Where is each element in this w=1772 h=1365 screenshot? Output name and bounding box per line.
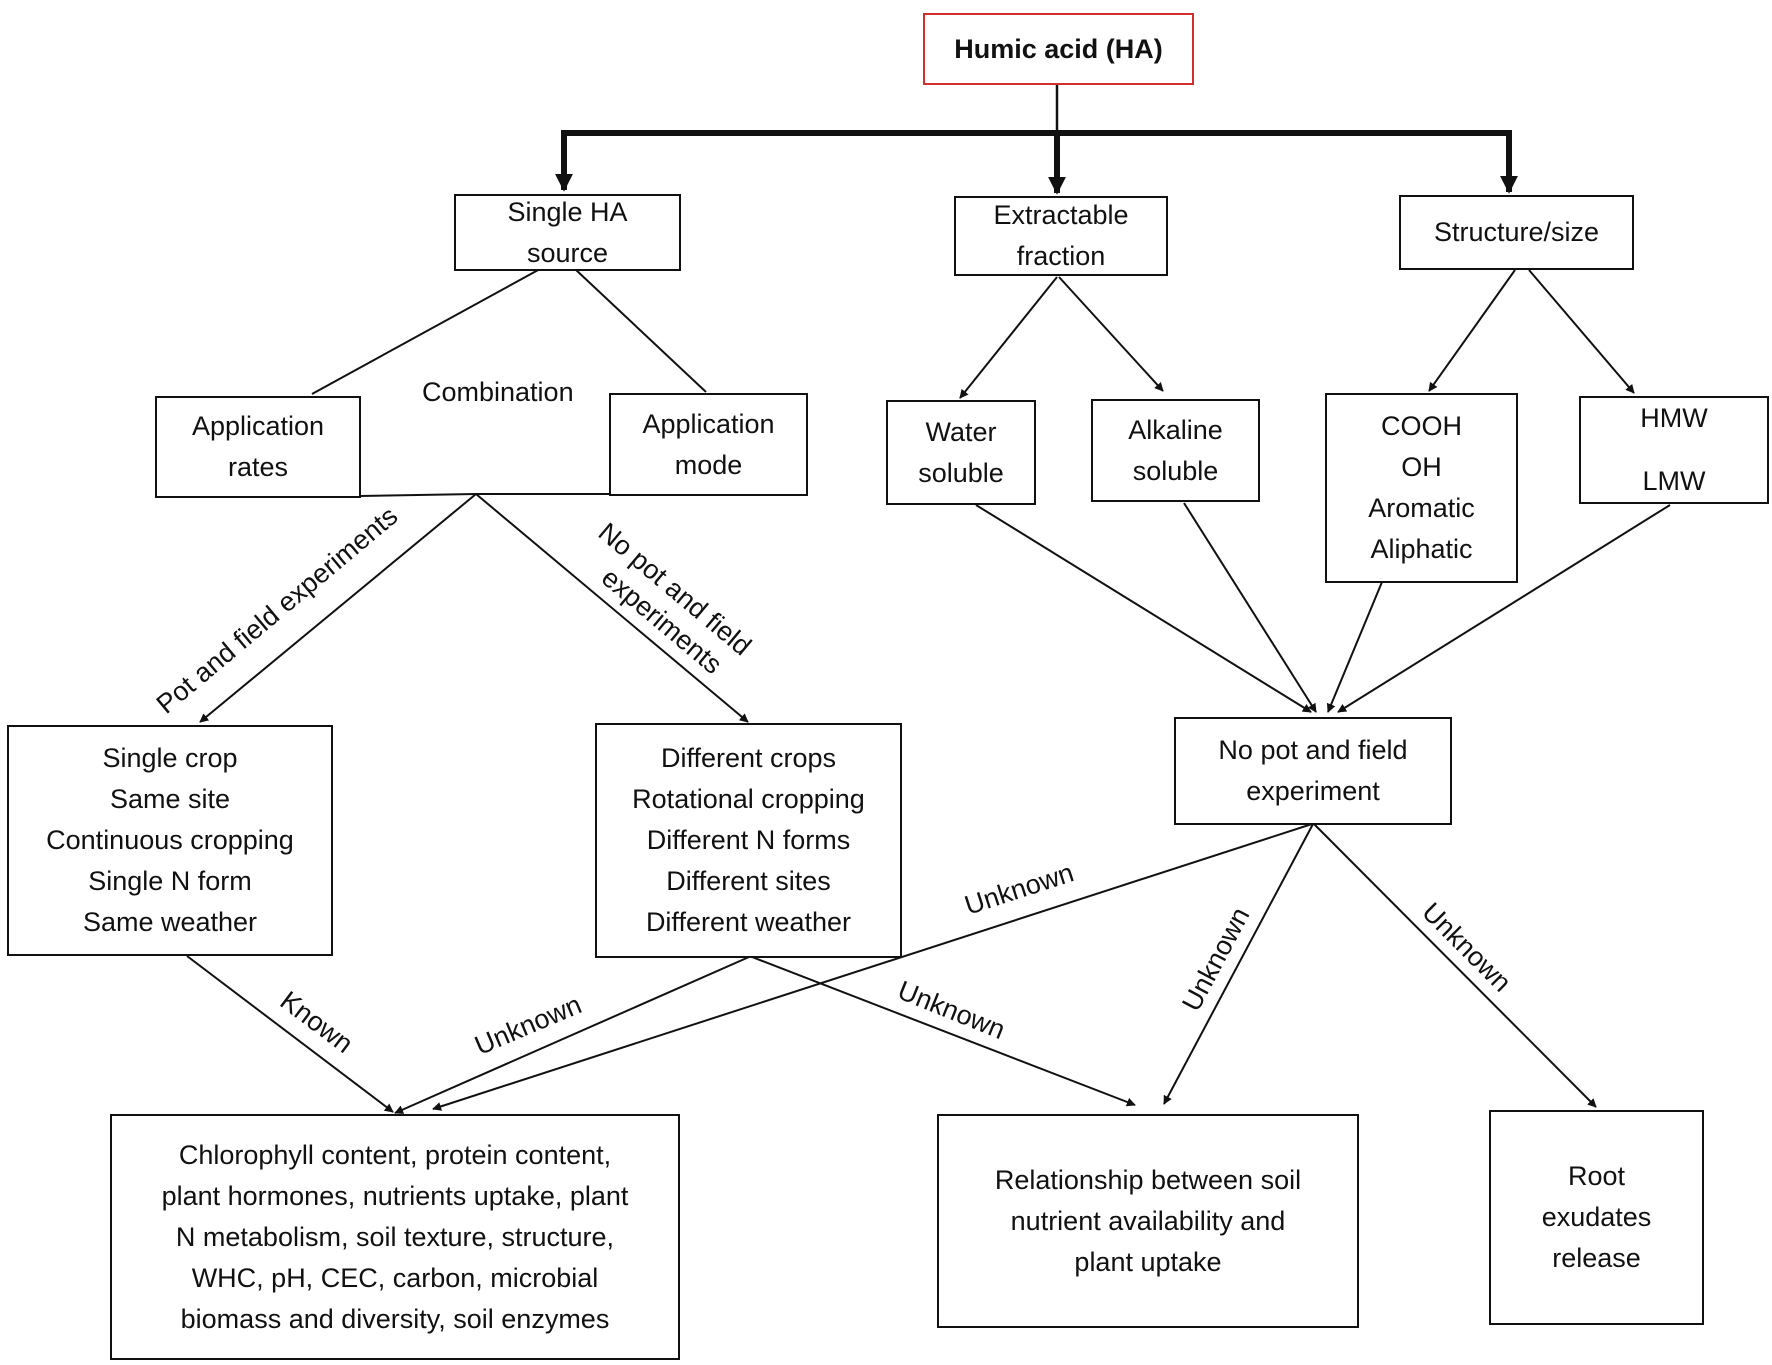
- node-text-line: COOH: [1381, 411, 1462, 441]
- node-text-line: Extractable: [993, 200, 1129, 230]
- arrow-alkaline-to-nopot: [1183, 502, 1317, 713]
- node-text-line: source: [526, 237, 609, 268]
- node-text-line: nutrient availability and: [1010, 1205, 1286, 1236]
- node-text-line: biomass and diversity, soil enzymes: [180, 1303, 610, 1334]
- node-no-pot-field-experiment: No pot and field experiment: [1174, 717, 1452, 825]
- line-rates-to-merge: [359, 493, 477, 497]
- line-source-to-mode: [574, 268, 707, 393]
- node-text-line: Different weather: [645, 907, 852, 937]
- node-text-line: Same weather: [82, 907, 258, 937]
- node-text-line: soluble: [1132, 455, 1219, 486]
- arrow-water-to-nopot: [975, 504, 1312, 713]
- node-text-line: mode: [674, 449, 743, 480]
- node-text-line: Aliphatic: [1370, 534, 1473, 564]
- node-text-line: soluble: [918, 457, 1004, 488]
- node-text-line: Application: [191, 411, 325, 441]
- node-text-line: exudates: [1541, 1202, 1652, 1232]
- node-text-line: Single N form: [88, 866, 252, 896]
- arrow-merge-to-diff-crops: [475, 493, 749, 723]
- node-text-line: Water: [925, 416, 997, 447]
- node-application-rates: Application rates: [155, 396, 361, 498]
- node-root-exudates: Root exudates release: [1489, 1110, 1704, 1325]
- arrow-diff-crops-to-relationship: [751, 956, 1136, 1107]
- arrow-structure-to-mw: [1528, 269, 1635, 394]
- line-source-to-rates: [311, 268, 541, 395]
- node-alkaline-soluble: Alkaline soluble: [1091, 399, 1260, 502]
- node-text-line: Chlorophyll content, protein content,: [178, 1139, 612, 1170]
- node-text-line: LMW: [1642, 466, 1706, 496]
- arrow-structure-to-groups: [1428, 269, 1516, 392]
- node-application-mode: Application mode: [609, 393, 808, 496]
- label-combination: Combination: [422, 377, 574, 407]
- node-humic-acid: Humic acid (HA): [923, 13, 1194, 85]
- node-text-line: Structure/size: [1433, 217, 1600, 247]
- arrow-merge-to-single-crop: [199, 493, 477, 723]
- node-text-line: Different crops: [660, 743, 837, 773]
- node-text-line: Continuous cropping: [46, 825, 294, 855]
- node-structure-size: Structure/size: [1399, 195, 1634, 270]
- node-text-line: Different sites: [666, 866, 831, 896]
- node-text-line: Alkaline: [1128, 414, 1223, 445]
- node-text-line: Root: [1567, 1161, 1626, 1191]
- arrow-nopot-to-root-exudates: [1313, 823, 1597, 1108]
- node-text-line: Different N forms: [646, 825, 851, 855]
- node-text-line: WHC, pH, CEC, carbon, microbial: [191, 1262, 599, 1293]
- node-text-line: Single crop: [102, 743, 238, 773]
- node-text-line: OH: [1401, 452, 1442, 482]
- arrow-extractable-to-water: [959, 276, 1058, 399]
- node-text-line: experiment: [1246, 776, 1380, 806]
- node-text-line: Application: [642, 408, 775, 439]
- arrow-nopot-to-outcomes: [432, 823, 1313, 1111]
- node-water-soluble: Water soluble: [886, 400, 1036, 505]
- arrow-extractable-to-alkaline: [1058, 276, 1164, 392]
- node-text-line: fraction: [1016, 241, 1106, 271]
- node-extractable-fraction: Extractable fraction: [954, 196, 1168, 276]
- node-single-ha-source: Single HA source: [454, 194, 681, 271]
- node-text-line: plant hormones, nutrients uptake, plant: [161, 1180, 629, 1211]
- node-outcomes: Chlorophyll content, protein content, pla…: [110, 1114, 680, 1360]
- node-text-line: rates: [227, 452, 289, 482]
- node-text-line: plant uptake: [1074, 1246, 1222, 1277]
- node-text-line: Aromatic: [1368, 493, 1475, 523]
- arrow-mw-to-nopot: [1337, 504, 1671, 713]
- node-text-line: N metabolism, soil texture, structure,: [175, 1221, 615, 1252]
- node-text-line: Rotational cropping: [632, 784, 865, 814]
- node-text-line: release: [1552, 1243, 1641, 1273]
- arrow-single-crop-to-outcomes: [186, 955, 394, 1113]
- arrow-nopot-to-relationship: [1163, 823, 1314, 1105]
- node-text-line: Single HA: [507, 196, 628, 227]
- arrow-diff-crops-to-outcomes: [394, 956, 750, 1114]
- node-molecular-weight: HMW LMW: [1579, 396, 1769, 504]
- node-relationship: Relationship between soil nutrient availa…: [937, 1114, 1359, 1328]
- node-text-line: Humic acid (HA): [954, 33, 1163, 64]
- arrow-groups-to-nopot: [1326, 581, 1383, 713]
- node-text-line: Relationship between soil: [994, 1164, 1302, 1195]
- node-text-line: HMW: [1640, 403, 1708, 433]
- node-text-line: No pot and field: [1218, 735, 1408, 765]
- node-text-line: Same site: [109, 784, 231, 814]
